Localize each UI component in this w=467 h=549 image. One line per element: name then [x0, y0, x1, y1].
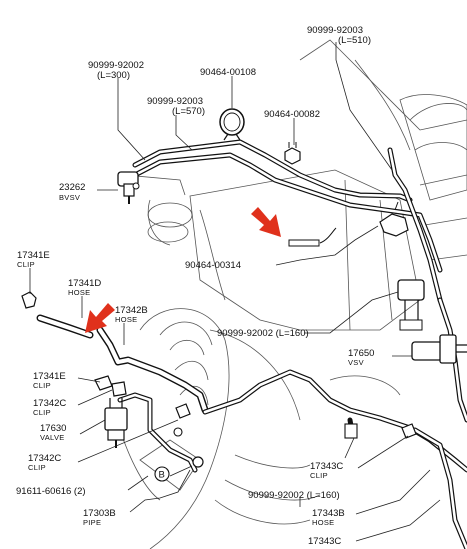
label-90999-92003-mid: 90999-92003 [147, 96, 203, 107]
label-17343c-b: 17343C [308, 536, 341, 547]
red-arrow-lower [85, 303, 115, 333]
label-90464-00108: 90464-00108 [200, 67, 256, 78]
label-17630: 17630 [40, 423, 66, 434]
label-90464-00314: 90464-00314 [185, 260, 241, 271]
label-17343c-a: 17343C [310, 461, 343, 472]
label-17341d: 17341D [68, 278, 101, 289]
label-length-300: (L=300) [97, 70, 130, 81]
label-17342c-a: 17342C [33, 398, 66, 409]
clip-17343c [344, 423, 417, 439]
callout-b-circle [154, 466, 170, 482]
label-clip-top: CLIP [17, 260, 35, 269]
label-17342b: 17342B [115, 305, 148, 316]
label-17650: 17650 [348, 348, 374, 359]
label-90464-00082: 90464-00082 [264, 109, 320, 120]
label-bvsv: BVSV [59, 193, 80, 202]
label-hose-343b: HOSE [312, 518, 334, 527]
callout-b-letter: B [159, 470, 165, 481]
label-clip-c2: CLIP [28, 463, 46, 472]
clip-90464-00108 [219, 108, 245, 141]
red-arrow-upper [251, 207, 281, 237]
label-valve: VALVE [40, 433, 65, 442]
clip-90464-00314 [288, 201, 409, 247]
label-length-510: (L=510) [338, 35, 371, 46]
clip-17341e [21, 291, 113, 391]
leader-lines [29, 42, 441, 542]
label-hose-b: HOSE [115, 315, 137, 324]
bolt-91611-60616 [173, 427, 204, 468]
label-pipe: PIPE [83, 518, 101, 527]
vsv-17650 [397, 279, 467, 364]
label-17303b: 17303B [83, 508, 116, 519]
clip-17342c [111, 381, 191, 419]
label-90999-92002-top: 90999-92002 [88, 60, 144, 71]
label-vsv: VSV [348, 358, 364, 367]
valve-17630 [104, 398, 128, 448]
label-length-570: (L=570) [172, 106, 205, 117]
label-17341e-top: 17341E [17, 250, 50, 261]
label-17342c-b: 17342C [28, 453, 61, 464]
label-90999-92002-l160-b: 90999-92002 (L=160) [248, 490, 340, 501]
label-clip-c1: CLIP [33, 408, 51, 417]
hose-17341d [36, 314, 94, 339]
label-90999-92002-l160-a: 90999-92002 (L=160) [217, 328, 309, 339]
clip-90464-00082 [284, 142, 301, 165]
label-90999-92003-top: 90999-92003 [307, 25, 363, 36]
label-clip-343: CLIP [310, 471, 328, 480]
label-clip-e: CLIP [33, 381, 51, 390]
engine-outline [119, 39, 467, 549]
vacuum-pipe-upper [132, 139, 443, 303]
bvsv-23262 [117, 171, 140, 204]
part-labels: 90999-92003 (L=510) 90999-92002 (L=300) … [16, 25, 374, 547]
label-hose-d: HOSE [68, 288, 90, 297]
label-23262: 23262 [59, 182, 85, 193]
label-17341e-low: 17341E [33, 371, 66, 382]
label-91611-60616: 91611-60616 (2) [16, 486, 86, 497]
hose-17342b [96, 326, 209, 414]
label-17343b: 17343B [312, 508, 345, 519]
